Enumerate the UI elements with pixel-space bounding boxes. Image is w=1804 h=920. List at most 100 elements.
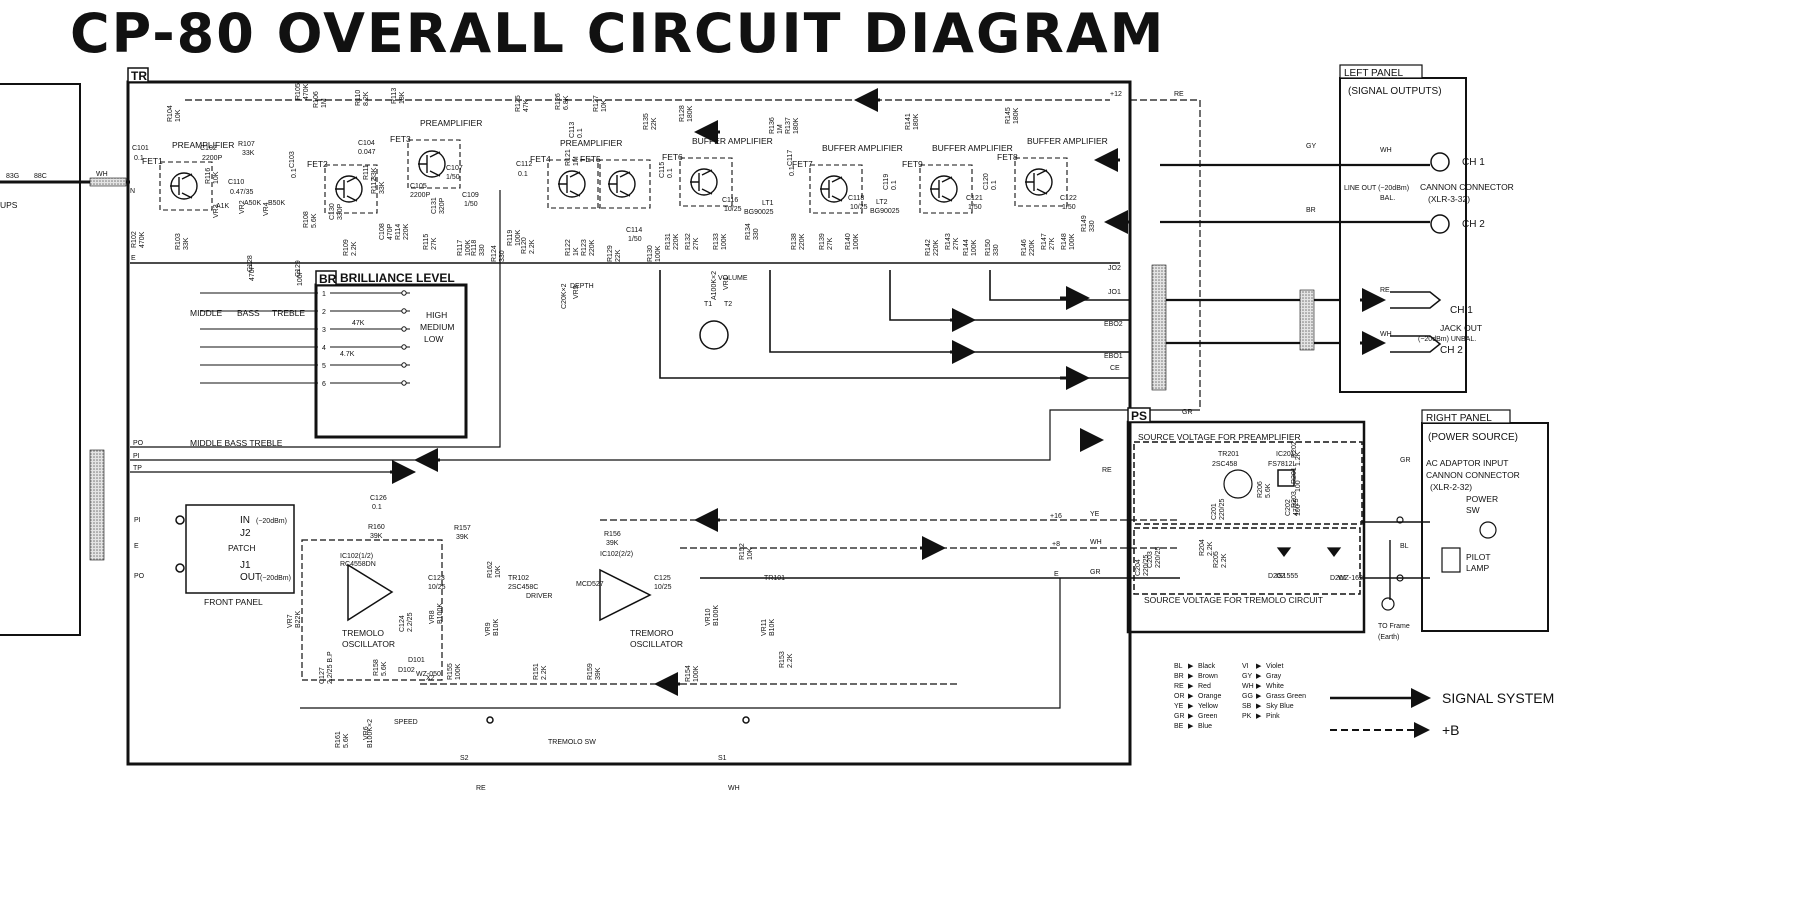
comp-r141v: 180K <box>913 113 920 130</box>
comp-r135v: 22K <box>651 117 658 130</box>
comp-c121v: 1/50 <box>968 204 982 211</box>
comp-r134: R134 <box>745 223 752 240</box>
color-name-or: Orange <box>1198 693 1221 700</box>
comp-r142v: 220K <box>933 239 940 256</box>
bl-right-label: BL <box>1400 543 1409 550</box>
color-code-bl: BL <box>1174 663 1183 670</box>
comp-r151v: 2.2K <box>541 665 548 680</box>
comp-r146: R146 <box>1021 239 1028 256</box>
comp-c121: C121 <box>966 195 983 202</box>
comp-r110v: 8.2K <box>363 91 370 106</box>
comp-r133v: 100K <box>721 233 728 250</box>
fet6-name-label: BUFFER AMPLIFIER <box>692 136 773 146</box>
in-label: IN <box>128 188 135 195</box>
comp-c102v: 2200P <box>202 155 223 162</box>
comp-r137: R137 <box>785 117 792 134</box>
jack-ch1-connector <box>1390 291 1442 309</box>
jo1-label: JO1 <box>1108 289 1121 296</box>
fet4-device-label: FET4 <box>530 154 551 164</box>
comp-c118v: 10/25 <box>850 204 868 211</box>
comp-vr11v: B10K <box>769 619 776 636</box>
stage-fet2: FET2 <box>307 159 378 214</box>
fet2-leads <box>335 176 358 202</box>
comp-c102: C102 <box>200 145 217 152</box>
comp-ic201v: FS7812L <box>1268 461 1297 468</box>
comp-r109: R109 <box>343 239 350 256</box>
left-panel-label: LEFT PANEL <box>1344 68 1404 79</box>
comp-c104v: 0.047 <box>358 149 376 156</box>
comp-c108: C108 <box>379 223 386 240</box>
gr-ps-label: GR <box>1182 409 1193 416</box>
page-title: CP-80 OVERALL CIRCUIT DIAGRAM <box>70 2 1166 65</box>
comp-r116: R116 <box>205 168 212 184</box>
comp-c110v: 0.47/35 <box>230 189 253 196</box>
comp-r161v: 5.6K <box>343 733 350 748</box>
color-code-vi: VI <box>1242 663 1249 670</box>
comp-r202: R202 <box>1291 441 1298 458</box>
comp-c122v: 1/50 <box>1062 204 1076 211</box>
comp-r118: R118 <box>471 240 478 256</box>
comp-r203v: 100 <box>1295 504 1302 516</box>
right-panel-label: RIGHT PANEL <box>1426 413 1492 424</box>
comp-c129: C129 <box>295 260 302 277</box>
pilot-lamp-symbol <box>1441 547 1461 573</box>
br-label: BR <box>319 272 337 286</box>
comp-c125v: 10/25 <box>654 584 672 591</box>
shield-front <box>89 449 105 561</box>
comp-r150v: 330 <box>993 244 1000 256</box>
front-panel-label: FRONT PANEL <box>204 597 263 607</box>
middle-label: MIDDLE <box>190 308 222 318</box>
brilliance-contact-5 <box>401 362 407 368</box>
comp-vr4: VR4 <box>263 202 270 216</box>
color-name-gg: Grass Green <box>1266 693 1306 700</box>
comp-ic102a: IC102(1/2) <box>340 553 373 560</box>
comp-vr8: VR8 <box>429 610 436 624</box>
comp-tr201: TR201 <box>1218 451 1239 458</box>
color-arrow-re: ▶ <box>1188 683 1194 690</box>
comp-r153v: 2.2K <box>787 653 794 668</box>
comp-r110: R110 <box>355 90 362 106</box>
comp-r159: R159 <box>587 663 594 680</box>
comp-r103v: 33K <box>183 237 190 250</box>
comp-r125v: 47K <box>523 99 530 112</box>
signal-legend-label: SIGNAL SYSTEM <box>1442 690 1554 706</box>
comp-r158v: 5.6K <box>381 661 388 676</box>
color-code-be: BE <box>1174 723 1184 730</box>
fet1-name-label: PREAMPLIFIER <box>172 140 234 150</box>
color-arrow-br: ▶ <box>1188 673 1194 680</box>
comp-c107: C107 <box>446 165 463 172</box>
comp-c109v: 1/50 <box>464 201 478 208</box>
color-code-gr: GR <box>1174 713 1185 720</box>
comp-c130v: 330P <box>337 203 344 220</box>
comp-c113: C113 <box>569 122 576 138</box>
comp-c119v: 0.1 <box>891 180 898 190</box>
tremolo-sw-contact <box>486 716 494 724</box>
wh-jack-label: WH <box>1380 331 1392 338</box>
comp-r205v: 2.2K <box>1221 553 1228 568</box>
color-arrow-ye: ▶ <box>1188 703 1194 710</box>
comp-c204v: 220/25 <box>1143 554 1150 576</box>
comp-r116v: 10K <box>213 171 220 184</box>
comp-c127: C127 <box>319 667 326 684</box>
ic102b-symbol <box>599 568 652 622</box>
comp-r122v: 1K <box>573 247 580 256</box>
color-name-be: Blue <box>1198 723 1212 730</box>
brilliance-pin-4: 4 <box>322 345 326 352</box>
comp-r148: R148 <box>1061 233 1068 250</box>
comp-speed: SPEED <box>394 719 418 726</box>
comp-r126: R126 <box>555 93 562 110</box>
cannon-label: CANNON CONNECTOR <box>1420 182 1514 192</box>
comp-r115: R115 <box>423 234 430 250</box>
ic201-symbol <box>1277 469 1295 487</box>
comp-r117: R117 <box>457 240 464 256</box>
shield-cables <box>89 177 1315 561</box>
comp-c115v: 0.1 <box>667 168 674 178</box>
comp-r206v: 5.6K <box>1265 483 1272 498</box>
comp-r105: R105 <box>295 83 302 100</box>
bus-bottom <box>300 578 1061 709</box>
comp-lt1: LT1 <box>762 200 774 207</box>
comp-c203v: 220/25 <box>1155 546 1162 568</box>
